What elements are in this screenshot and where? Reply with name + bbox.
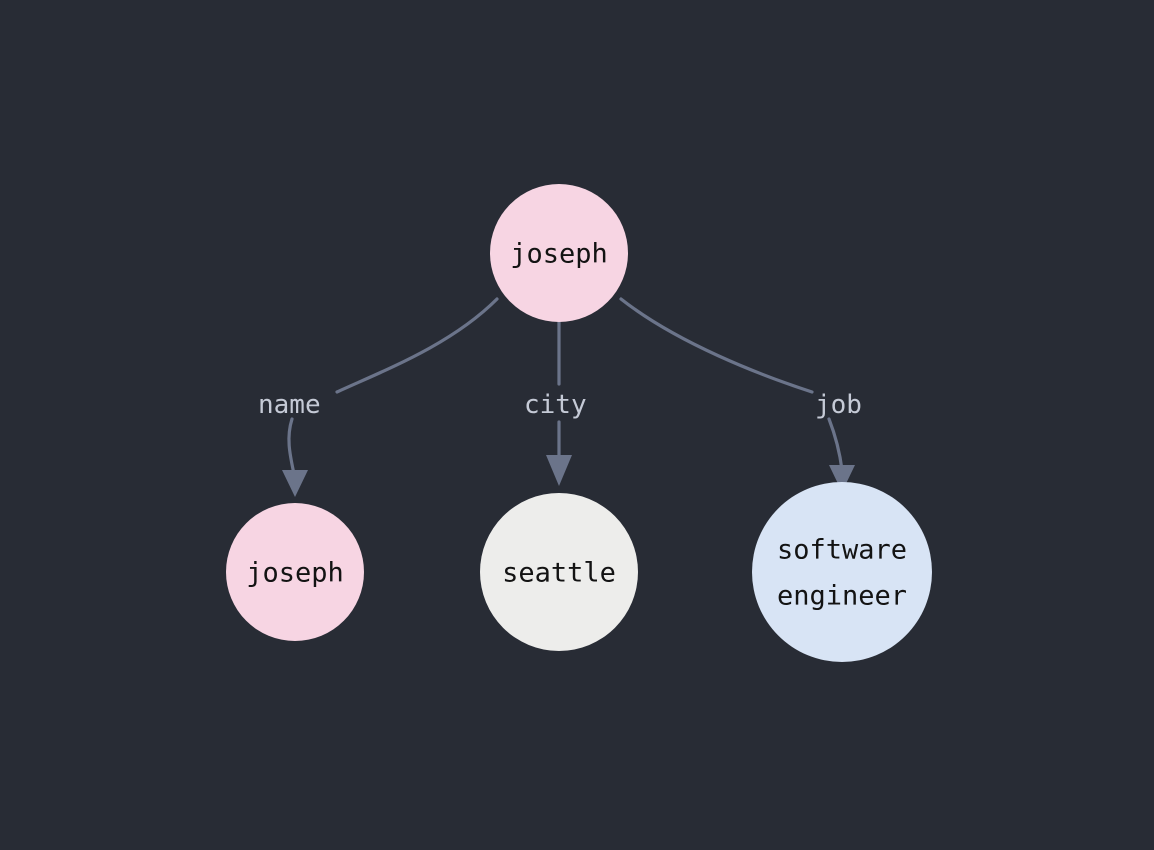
node-name-value[interactable]: joseph bbox=[226, 503, 364, 641]
edge-label-city: city bbox=[524, 390, 587, 420]
edge-city-arrowhead-icon bbox=[546, 455, 572, 486]
node-job-value-circle[interactable] bbox=[752, 482, 932, 662]
edge-group-name[interactable]: name bbox=[258, 297, 499, 497]
edge-group-city[interactable]: city bbox=[524, 320, 587, 486]
node-city-value-circle[interactable] bbox=[480, 493, 638, 651]
edge-job-path-upper bbox=[619, 297, 814, 394]
node-job-value-label-line2: engineer bbox=[777, 581, 907, 612]
edge-name-path-lower bbox=[287, 417, 296, 476]
edge-label-name: name bbox=[258, 390, 321, 420]
node-city-value-label: seattle bbox=[502, 558, 616, 589]
edge-name-arrowhead-icon bbox=[282, 470, 308, 497]
node-name-value-label: joseph bbox=[246, 558, 344, 589]
node-city-value[interactable]: seattle bbox=[480, 493, 638, 651]
edge-job-path-lower bbox=[827, 417, 844, 472]
node-root-circle[interactable] bbox=[490, 184, 628, 322]
edge-group-job[interactable]: job bbox=[619, 297, 862, 492]
edge-label-job: job bbox=[815, 390, 862, 420]
node-root[interactable]: joseph bbox=[490, 184, 628, 322]
node-job-value[interactable]: software engineer bbox=[752, 482, 932, 662]
node-job-value-label-line1: software bbox=[777, 535, 907, 566]
edge-job-arrowhead-icon bbox=[829, 465, 855, 492]
edge-name-path-upper bbox=[335, 297, 499, 394]
node-root-label: joseph bbox=[510, 239, 608, 270]
node-name-value-circle[interactable] bbox=[226, 503, 364, 641]
